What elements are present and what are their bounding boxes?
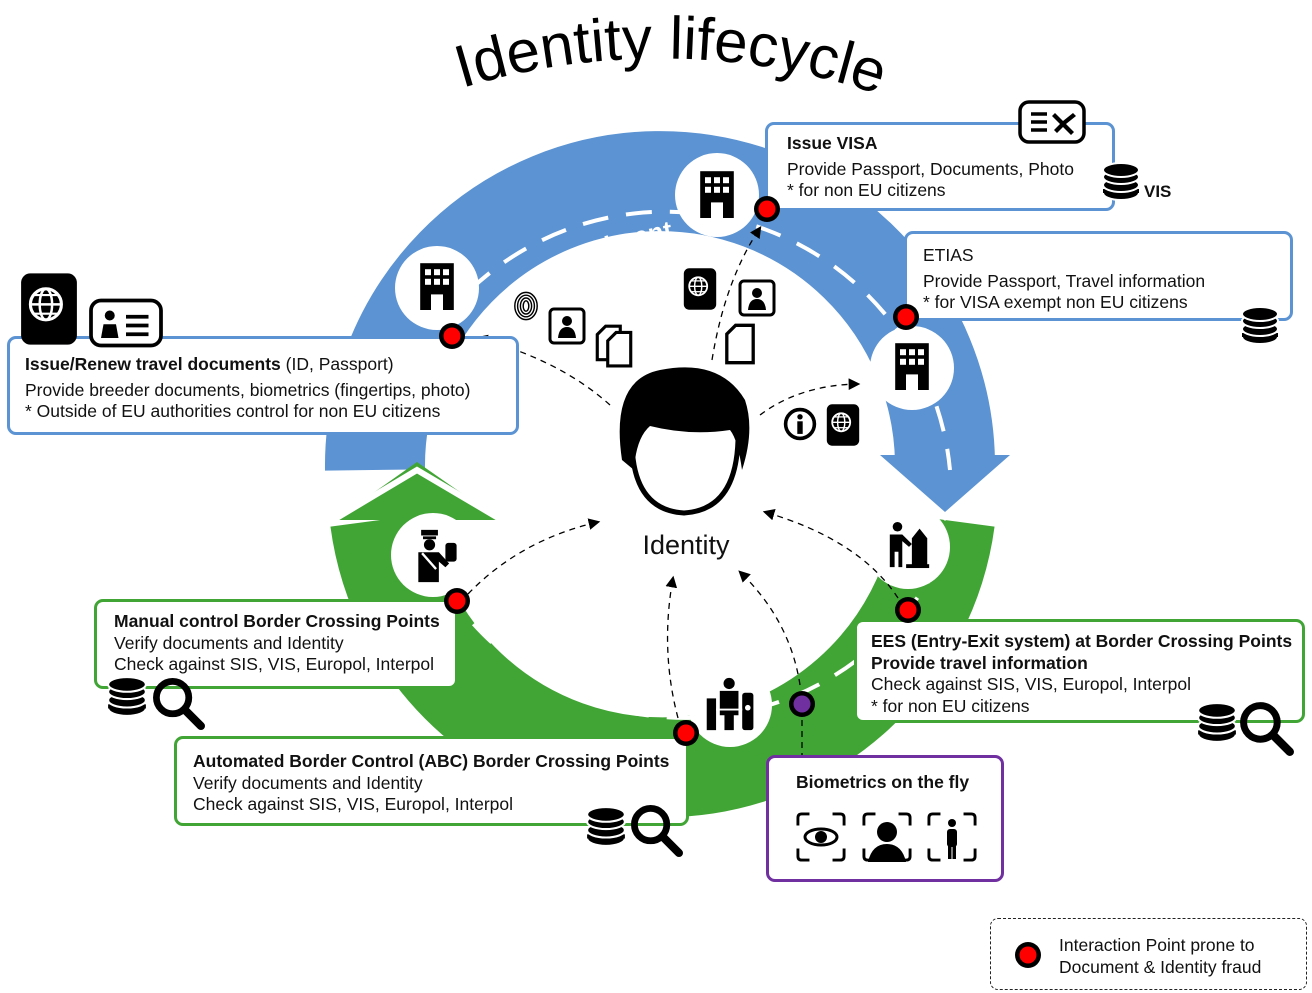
legend-line-2: Document & Identity fraud xyxy=(1059,957,1262,977)
biometrics-box: Biometrics on the fly xyxy=(766,755,1004,882)
legend-line-1: Interaction Point prone to xyxy=(1059,935,1255,955)
biometrics-icons xyxy=(796,812,977,862)
box-line: Verify documents and Identity xyxy=(193,772,423,793)
etias-box: ETIAS Provide Passport, Travel informati… xyxy=(904,231,1293,321)
legend-fraud-dot-icon xyxy=(1015,942,1041,968)
documents-icon xyxy=(595,324,633,368)
photo-icon xyxy=(738,279,776,317)
box-line: Check against SIS, VIS, Europol, Interpo… xyxy=(193,794,514,814)
passport-icon xyxy=(825,403,861,447)
iris-scan-icon xyxy=(796,812,846,862)
box-line: Provide Passport, Documents, Photo xyxy=(787,158,1074,179)
passport-icon xyxy=(682,267,718,311)
station-circle xyxy=(866,505,950,589)
face-scan-icon xyxy=(862,812,912,862)
flow-arrow xyxy=(759,378,861,416)
flow-arrow xyxy=(665,575,679,719)
information-icon xyxy=(783,407,817,441)
box-title: Biometrics on the fly xyxy=(796,772,970,792)
box-line: Provide Passport, Travel information xyxy=(923,270,1206,291)
photo-icon xyxy=(548,307,586,345)
box-title: Manual control Border Crossing Points xyxy=(114,611,440,631)
flow-arrow xyxy=(762,509,899,599)
document-icon xyxy=(724,323,756,365)
ees-box: EES (Entry-Exit system) at Border Crossi… xyxy=(854,619,1305,723)
diagram-title: Identity lifecycle xyxy=(447,4,895,106)
box-title: ETIAS xyxy=(923,245,974,265)
box-line: * Outside of EU authorities control for … xyxy=(25,401,441,421)
border-crossing-arrowhead xyxy=(335,462,500,520)
box-title: EES (Entry-Exit system) at Border Crossi… xyxy=(871,631,1293,651)
flow-arrow xyxy=(475,334,611,406)
vis-label: VIS xyxy=(1144,182,1172,201)
box-title: Automated Border Control (ABC) Border Cr… xyxy=(193,751,670,771)
enrolment-arrowhead xyxy=(880,455,1010,512)
box-line: * for non EU citizens xyxy=(871,695,1030,716)
abc-box: Automated Border Control (ABC) Border Cr… xyxy=(174,736,689,826)
box-line: Check against SIS, VIS, Europol, Interpo… xyxy=(871,674,1192,694)
box-title: Issue VISA xyxy=(787,133,878,153)
box-line: Verify documents and Identity xyxy=(114,632,344,653)
box-line: * for VISA exempt non EU citizens xyxy=(923,292,1188,312)
identity-person-icon xyxy=(619,367,750,516)
box-title-suffix: (ID, Passport) xyxy=(280,354,394,374)
issue-renew-box: Issue/Renew travel documents (ID, Passpo… xyxy=(7,336,519,435)
box-title: Issue/Renew travel documents xyxy=(25,354,281,374)
arrow-divider xyxy=(328,466,507,525)
consulate-building-icon xyxy=(700,171,734,218)
flow-arrow xyxy=(467,518,601,595)
authority-building-icon xyxy=(420,263,454,310)
arrow-divider xyxy=(878,462,1012,521)
identity-label: Identity xyxy=(642,530,730,560)
etias-building-icon xyxy=(895,343,929,390)
issue-visa-box: Issue VISA Provide Passport, Documents, … xyxy=(765,122,1115,211)
box-line: * for non EU citizens xyxy=(787,180,946,200)
box-subtitle: Provide travel information xyxy=(871,652,1088,673)
box-line: Provide breeder documents, biometrics (f… xyxy=(25,379,471,400)
box-line: Check against SIS, VIS, Europol, Interpo… xyxy=(114,654,435,674)
manual-control-box: Manual control Border Crossing Points Ve… xyxy=(94,599,458,689)
flow-arrow xyxy=(738,570,801,686)
body-scan-icon xyxy=(927,812,977,862)
